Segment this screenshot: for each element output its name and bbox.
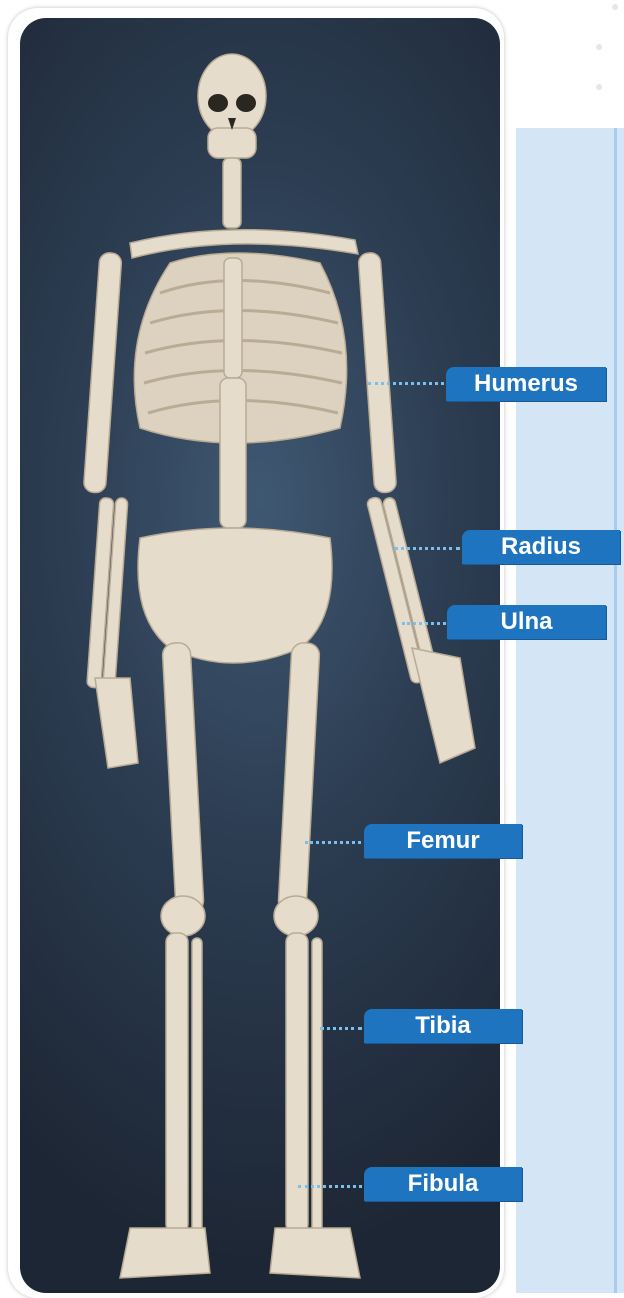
label-humerus: Humerus (446, 367, 606, 401)
side-panel-rule (614, 128, 617, 1293)
humerus-leader (368, 382, 444, 385)
label-fibula: Fibula (364, 1167, 522, 1201)
skeleton-image (20, 18, 500, 1293)
skeleton-illustration (20, 18, 500, 1293)
label-femur: Femur (364, 824, 522, 858)
ulna-leader (402, 622, 446, 625)
radius-leader (394, 547, 460, 550)
tibia-leader (320, 1027, 362, 1030)
decorative-dots (592, 0, 624, 100)
femur-leader (305, 841, 361, 844)
label-tibia: Tibia (364, 1009, 522, 1043)
label-ulna: Ulna (447, 605, 606, 639)
label-radius: Radius (462, 530, 620, 564)
side-panel (516, 128, 624, 1293)
fibula-leader (298, 1185, 362, 1188)
